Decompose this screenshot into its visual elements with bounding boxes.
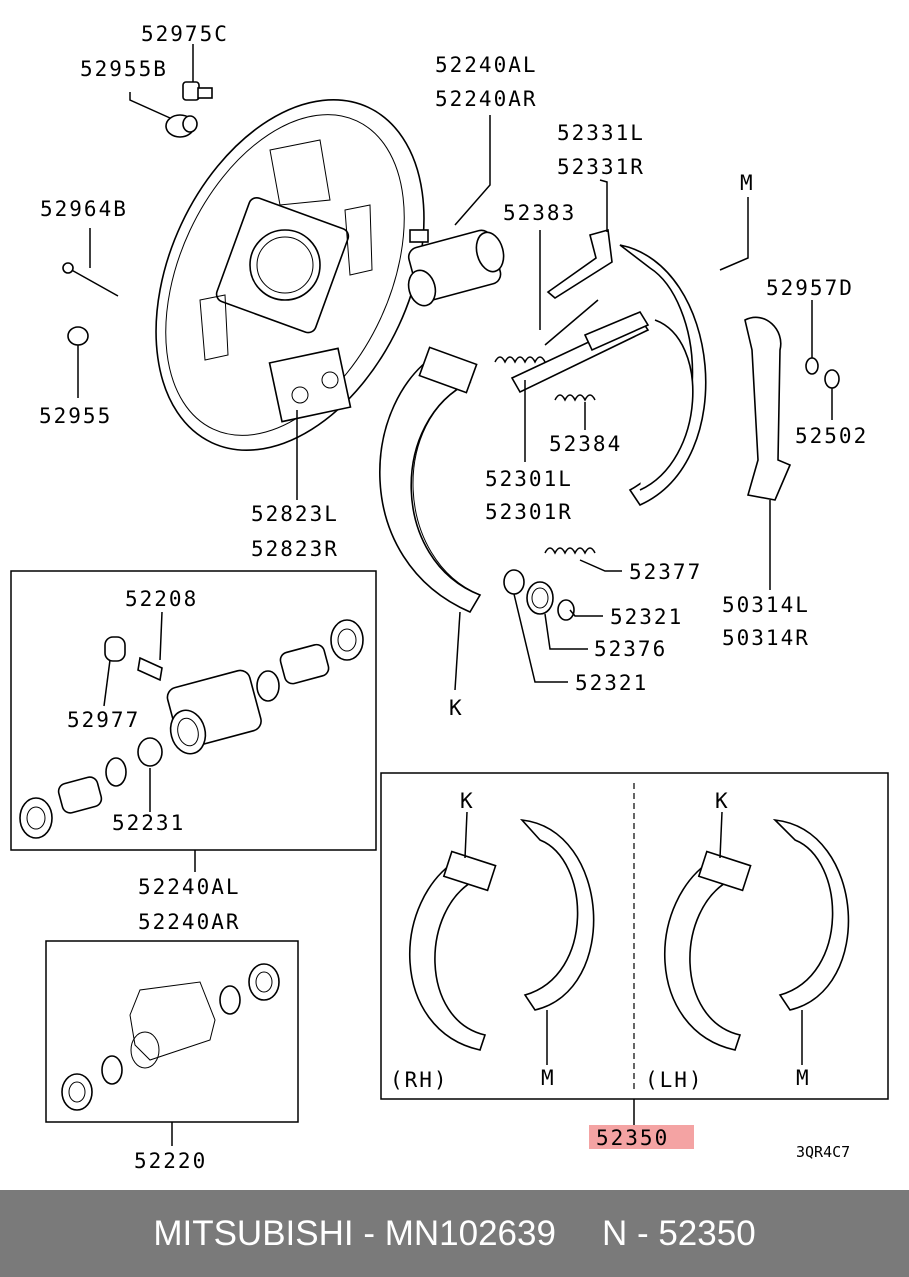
- label-52975C: 52975C: [141, 22, 229, 46]
- label-52502: 52502: [795, 424, 868, 448]
- label-52977: 52977: [67, 708, 140, 732]
- label-52240AR-top: 52240AR: [435, 87, 538, 111]
- label-50314R: 50314R: [722, 626, 810, 650]
- kit-boot-right: [248, 963, 280, 1001]
- leader-lines: [77, 44, 833, 1146]
- label-52208: 52208: [125, 587, 198, 611]
- label-52321-upper: 52321: [610, 605, 683, 629]
- label-52823L: 52823L: [251, 502, 339, 526]
- footer-brand-part: MITSUBISHI - MN102639: [153, 1213, 556, 1253]
- label-52240AL-bottom: 52240AL: [138, 875, 241, 899]
- spring-52377: [544, 547, 596, 555]
- piston-left: [57, 757, 127, 814]
- diagram-code: 3QR4C7: [796, 1143, 850, 1161]
- label-52231: 52231: [112, 811, 185, 835]
- spring-52383: [494, 299, 599, 364]
- label-52964B: 52964B: [40, 197, 128, 221]
- bleeder-52208: [137, 656, 163, 682]
- label-52220: 52220: [134, 1149, 207, 1173]
- label-K-rh: K: [460, 789, 475, 813]
- bolt-52964B: [62, 262, 119, 297]
- bleeder-screw: [182, 81, 213, 101]
- label-52384: 52384: [549, 432, 622, 456]
- brake-shoe-M: [619, 244, 707, 507]
- rh-shoe-M: [519, 818, 595, 1011]
- cup-52321-left: [503, 569, 525, 595]
- strut-52301: [510, 310, 650, 394]
- parts-diagram: 52975C 52955B 52240AL 52240AR 52331L 523…: [10, 22, 889, 1173]
- footer-reference: N - 52350: [601, 1213, 756, 1253]
- label-M-lh: M: [796, 1066, 811, 1090]
- label-K-lh: K: [715, 789, 730, 813]
- label-52331L: 52331L: [557, 121, 645, 145]
- bleeder-cap: [165, 114, 198, 138]
- label-52955B: 52955B: [80, 57, 168, 81]
- rh-shoe-K: [409, 850, 497, 1051]
- part-number-highlight: [589, 1125, 694, 1149]
- label-52377: 52377: [629, 560, 702, 584]
- box-wheel-cylinder-exploded: [10, 570, 377, 851]
- cylinder-body: [166, 669, 262, 755]
- label-52383: 52383: [503, 201, 576, 225]
- diagram-canvas: 52975C 52955B 52240AL 52240AR 52331L 523…: [10, 22, 889, 1173]
- label-52376: 52376: [594, 637, 667, 661]
- kit-cup-right: [219, 985, 241, 1015]
- plug-52955: [67, 326, 89, 346]
- label-52823R: 52823R: [251, 537, 339, 561]
- clip-52502: [824, 369, 840, 389]
- spring-52231: [137, 737, 163, 767]
- parking-lever-50314: [744, 316, 792, 501]
- piston-right: [279, 643, 330, 685]
- washer-52957D: [805, 357, 819, 375]
- kit-boot-left: [61, 1073, 93, 1111]
- lh-shoe-K: [664, 850, 752, 1051]
- brake-shoe-K: [379, 346, 482, 614]
- label-K-mid: K: [449, 696, 464, 720]
- label-52301L: 52301L: [485, 467, 573, 491]
- label-M-rh: M: [541, 1066, 556, 1090]
- label-M-top: M: [740, 171, 755, 195]
- footer-bar: MITSUBISHI - MN102639 N - 52350: [0, 1190, 909, 1277]
- label-52301R: 52301R: [485, 500, 573, 524]
- cup-52321-right: [557, 599, 575, 621]
- label-52321-lower: 52321: [575, 671, 648, 695]
- label-52331R: 52331R: [557, 155, 645, 179]
- kit-cup-left: [101, 1055, 123, 1085]
- label-52240AR-bottom: 52240AR: [138, 910, 241, 934]
- lh-shoe-M: [772, 818, 850, 1011]
- lever-52331: [546, 228, 613, 299]
- label-52240AL-top: 52240AL: [435, 53, 538, 77]
- spring-52376: [526, 581, 554, 615]
- wheel-cylinder-top: [407, 229, 505, 307]
- spring-52384: [554, 394, 596, 402]
- label-RH: (RH): [390, 1068, 449, 1092]
- cap-52977: [104, 636, 126, 662]
- label-52957D: 52957D: [766, 276, 854, 300]
- label-LH: (LH): [645, 1068, 704, 1092]
- boot-right: [330, 619, 364, 661]
- label-50314L: 50314L: [722, 593, 810, 617]
- cup-right: [256, 670, 280, 702]
- backing-plate: [155, 99, 425, 451]
- label-52350: 52350: [596, 1126, 669, 1150]
- boot-left: [19, 797, 53, 839]
- label-52955: 52955: [39, 404, 112, 428]
- kit-cylinder-outline: [129, 981, 216, 1069]
